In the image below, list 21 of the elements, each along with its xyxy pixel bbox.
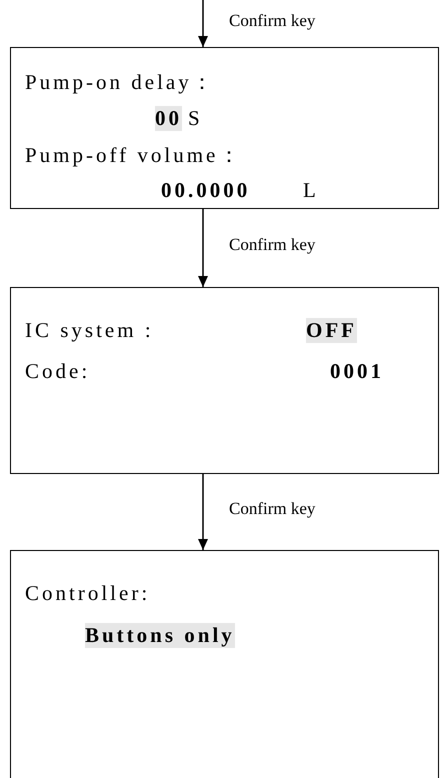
screen-box — [10, 550, 439, 778]
arrow — [198, 0, 208, 47]
screen-box — [10, 47, 439, 209]
setting-label: Code: — [25, 359, 90, 384]
unit-label: L — [303, 178, 319, 204]
unit-label: S — [188, 106, 203, 132]
setting-label: Pump-off volume： — [25, 143, 242, 168]
screen-box — [10, 287, 439, 474]
arrow — [198, 474, 208, 550]
edge-label: Confirm key — [229, 236, 316, 255]
arrow — [198, 209, 208, 287]
setting-label: Controller: — [25, 581, 150, 606]
value-field: 0001 — [330, 359, 384, 384]
setting-label: IC system : — [25, 318, 154, 344]
value-field: OFF — [306, 318, 357, 344]
edge-label: Confirm key — [229, 12, 316, 30]
edge-label: Confirm key — [229, 500, 316, 519]
value-field: 00.0000 — [161, 178, 250, 204]
setting-label: Pump-on delay： — [25, 70, 216, 96]
value-field: 00 — [155, 106, 182, 132]
value-field: Buttons only — [85, 623, 235, 648]
